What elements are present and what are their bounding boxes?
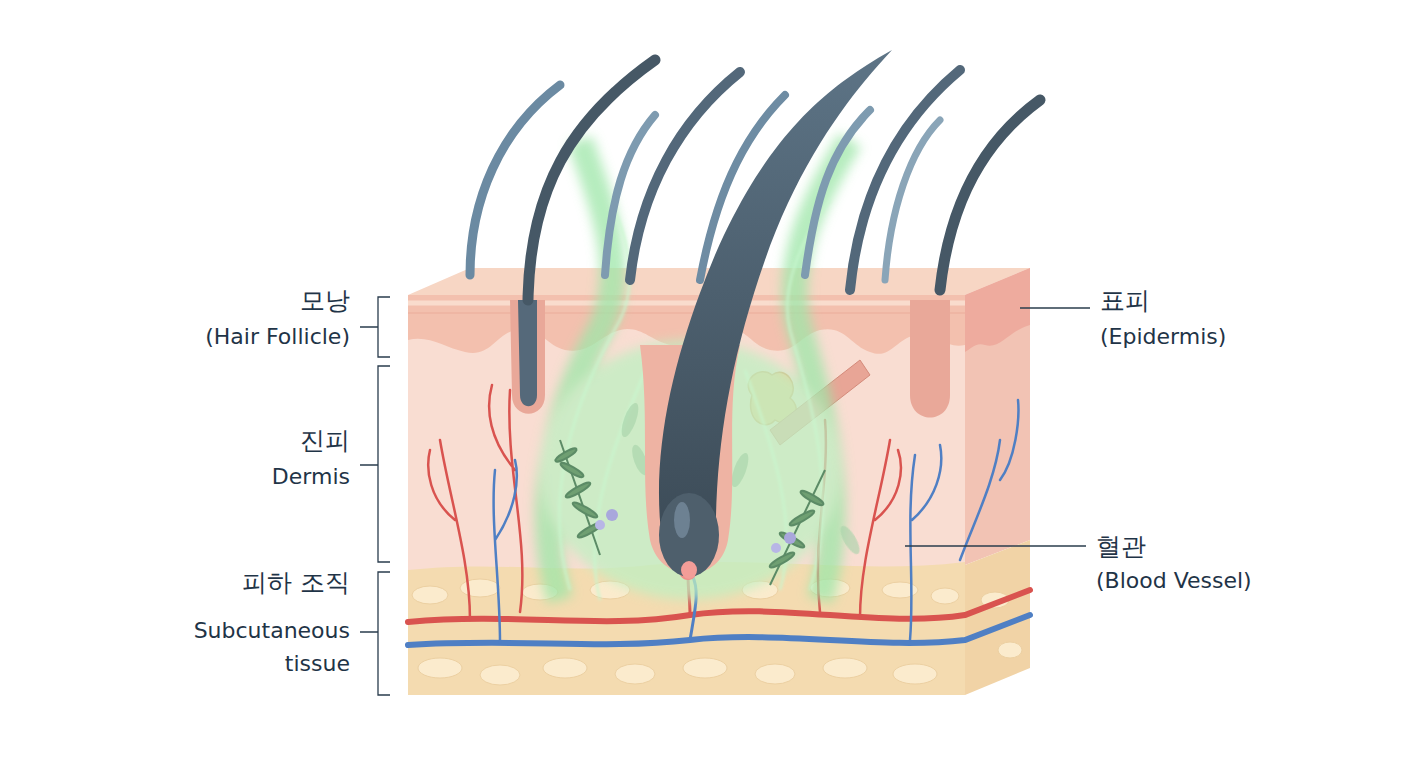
layer-label: 혈관 [1096, 532, 1146, 562]
layer-label: 피하 조직 [242, 568, 350, 598]
layer-label: Dermis [272, 464, 350, 490]
leader-line [905, 308, 1090, 546]
rosemary-sprig [554, 440, 618, 555]
bracket [360, 297, 390, 695]
epidermis-stripe [408, 312, 965, 314]
layer-label: (Blood Vessel) [1096, 568, 1252, 594]
layer-label: (Epidermis) [1100, 324, 1226, 350]
side-epidermis [965, 268, 1030, 352]
layer-label: 모낭 [300, 286, 350, 316]
rosemary-sprig [768, 470, 825, 585]
layer-label: Subcutaneous tissue [180, 614, 350, 680]
central-hair [659, 50, 892, 540]
layer-label: 진피 [300, 426, 350, 456]
layer-label: 표피 [1100, 286, 1150, 316]
epidermis-stripe [408, 301, 965, 306]
bulb-highlight [674, 502, 690, 538]
dermal-papilla [681, 561, 697, 579]
layer-label: (Hair Follicle) [205, 324, 350, 350]
